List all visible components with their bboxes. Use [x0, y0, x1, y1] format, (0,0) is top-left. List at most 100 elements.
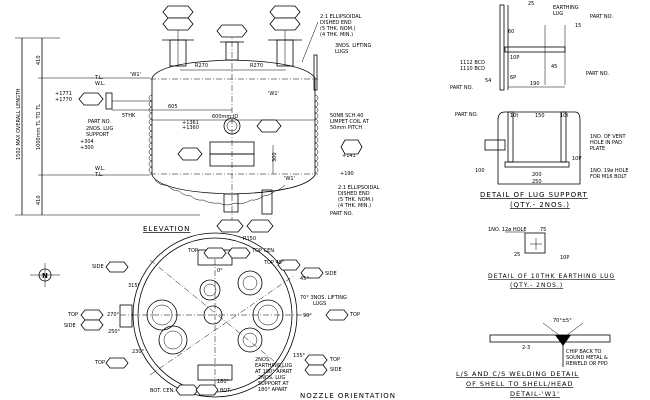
- wl-label: W.L.: [95, 81, 106, 87]
- nozzle-tag: [227, 247, 251, 259]
- dim: 6P: [510, 75, 516, 81]
- head-note: DISHED END: [320, 20, 352, 26]
- dim: 25: [528, 1, 534, 7]
- shell-thickness: 5THK: [122, 113, 136, 119]
- dim-410-bottom: 410: [36, 195, 42, 205]
- tl-label: T.L.: [94, 75, 104, 81]
- dim: 250: [532, 179, 542, 185]
- dim: 10t: [560, 113, 568, 119]
- elevation-title: ELEVATION: [143, 225, 190, 233]
- tl-to-tl-label: 1000mm TL TO TL: [36, 104, 42, 150]
- earthing-lug-note: EARTHING LUG: [255, 363, 292, 369]
- part-no-callout: PART NO.: [586, 71, 609, 77]
- dim: 150: [535, 113, 545, 119]
- north-label: N: [42, 272, 48, 280]
- nozzle-tag: [216, 219, 244, 233]
- weld-angle: 70°±5°: [553, 318, 572, 324]
- weld-detail: 70°±5° 2-3 CHIP BACK TO SOUND METAL & RE…: [456, 318, 611, 398]
- angle-label: 0°: [217, 268, 223, 274]
- head-note: 2:1 ELLIPSOIDAL: [338, 185, 380, 191]
- dim-300: 300: [272, 152, 278, 162]
- elevation-mark: +190: [340, 171, 354, 177]
- vessel-shell: [151, 59, 316, 195]
- nozzle-tag: [80, 319, 104, 331]
- angle-label: 315°: [128, 283, 141, 289]
- radius-right: R270: [250, 63, 263, 69]
- part-no-callout: PART NO.: [455, 112, 478, 118]
- nozzle-label: TOP: [67, 312, 78, 318]
- angle-label: 230°: [132, 349, 145, 355]
- earthing-lug-detail: 1NO. 12ø HOLE 75 25 10P DETAIL OF 10THK …: [488, 227, 614, 289]
- nozzle-tags-top: [162, 5, 301, 38]
- manhole: [223, 117, 241, 135]
- weld-tag: 'W1': [284, 176, 295, 182]
- nozzle-tag: [277, 259, 301, 271]
- part-no-callout: PART NO.: [330, 211, 353, 217]
- head-note: (4 THK. MIN.): [338, 203, 371, 209]
- limpet-coil-note: LIMPET COIL AT: [330, 119, 370, 125]
- nozzle-tag: [177, 147, 203, 161]
- nozzle-orientation-view: N TOP TOP CEN.: [30, 232, 396, 400]
- overall-length-label: 1502 MAX OVERALL LENGTH: [16, 88, 22, 160]
- part-no-callout: PART NO.: [88, 119, 111, 125]
- earthing-lug-qty: (QTY.- 2NOS.): [510, 282, 563, 289]
- dim: 190: [530, 81, 540, 87]
- plan-nozzles: [146, 270, 284, 355]
- hole-note: 1NO. 12ø HOLE: [488, 227, 526, 233]
- dim: 25: [514, 252, 520, 258]
- nozzle-orientation-title: NOZZLE ORIENTATION: [300, 392, 396, 400]
- elevation-mark: +300: [80, 145, 94, 151]
- elevation-mark: +141: [342, 153, 356, 159]
- earthing-lug-note: LUG: [553, 11, 563, 17]
- angle-label: 270°: [107, 312, 120, 318]
- head-note: (5 THK. NOM.): [338, 197, 374, 203]
- lug-support-note: SUPPORT: [86, 132, 110, 138]
- lug-support-note: 180° APART: [258, 387, 288, 393]
- lug-support-note: 2NOS. LUG: [258, 375, 285, 381]
- weld-note: SOUND METAL &: [566, 355, 608, 361]
- limpet-coil: [148, 94, 319, 206]
- earthing-lug-note: 2NOS.: [255, 357, 271, 363]
- weld-note: CHIP BACK TO: [566, 349, 602, 355]
- weld-note: REWELD OR FPD: [566, 361, 608, 367]
- weld-gap: 2-3: [522, 345, 530, 351]
- lug-support-note: 2NOS. LUG: [86, 126, 113, 132]
- fillet-size: 10P: [572, 156, 581, 162]
- dim: 100: [475, 168, 485, 174]
- head-note: (4 THK. MIN.): [320, 32, 353, 38]
- dim: 60: [508, 29, 514, 35]
- nozzle-tag: [105, 357, 129, 369]
- nozzle-tag: [340, 139, 363, 155]
- lug-support-qty: (QTY.- 2NOS.): [510, 201, 570, 209]
- bcd-label: 1110 BCD: [460, 66, 485, 72]
- nozzle-label: TOP: [94, 360, 105, 366]
- dim: 15: [575, 23, 581, 29]
- nozzle-label: BOT.: [220, 388, 232, 394]
- nozzle-label: TOP: [187, 248, 198, 254]
- nozzle-label: SIDE: [64, 323, 76, 329]
- nozzle-label: TOP 45°: [263, 260, 285, 266]
- lifting-lugs-note: LUGS: [335, 49, 348, 55]
- angle-label: 90°: [303, 313, 312, 319]
- head-note: 2:1 ELLIPSOIDAL: [320, 14, 362, 20]
- angle-label: 250°: [108, 329, 121, 335]
- nozzle-tag: [256, 119, 282, 133]
- elevation-mark: +1771: [55, 91, 72, 97]
- lifting-lugs-note: 3NOS. LIFTING: [335, 43, 372, 49]
- weld-bead: [555, 335, 571, 346]
- nozzle-label: SIDE: [325, 271, 337, 277]
- earthing-lug-note: AT 180° APART: [255, 369, 293, 375]
- nozzle-label: BOT. CEN.: [150, 388, 175, 394]
- dim: 10P: [510, 55, 519, 61]
- lug-support-title: DETAIL OF LUG SUPPORT: [480, 191, 588, 199]
- elevation-view: 1502 MAX OVERALL LENGTH 1000mm TL TO TL …: [15, 5, 380, 242]
- lifting-lugs-note: LUGS: [313, 301, 326, 307]
- elevation-mark: +1361: [182, 120, 199, 126]
- wl-label: W.L.: [95, 166, 106, 172]
- elevation-mark: +1360: [182, 125, 199, 131]
- angle-label: 45°: [300, 276, 309, 282]
- elevation-mark: +1770: [55, 97, 72, 103]
- angle-label: 135°: [293, 353, 306, 359]
- nozzle-tag: [80, 309, 104, 321]
- north-arrow: N: [30, 263, 60, 287]
